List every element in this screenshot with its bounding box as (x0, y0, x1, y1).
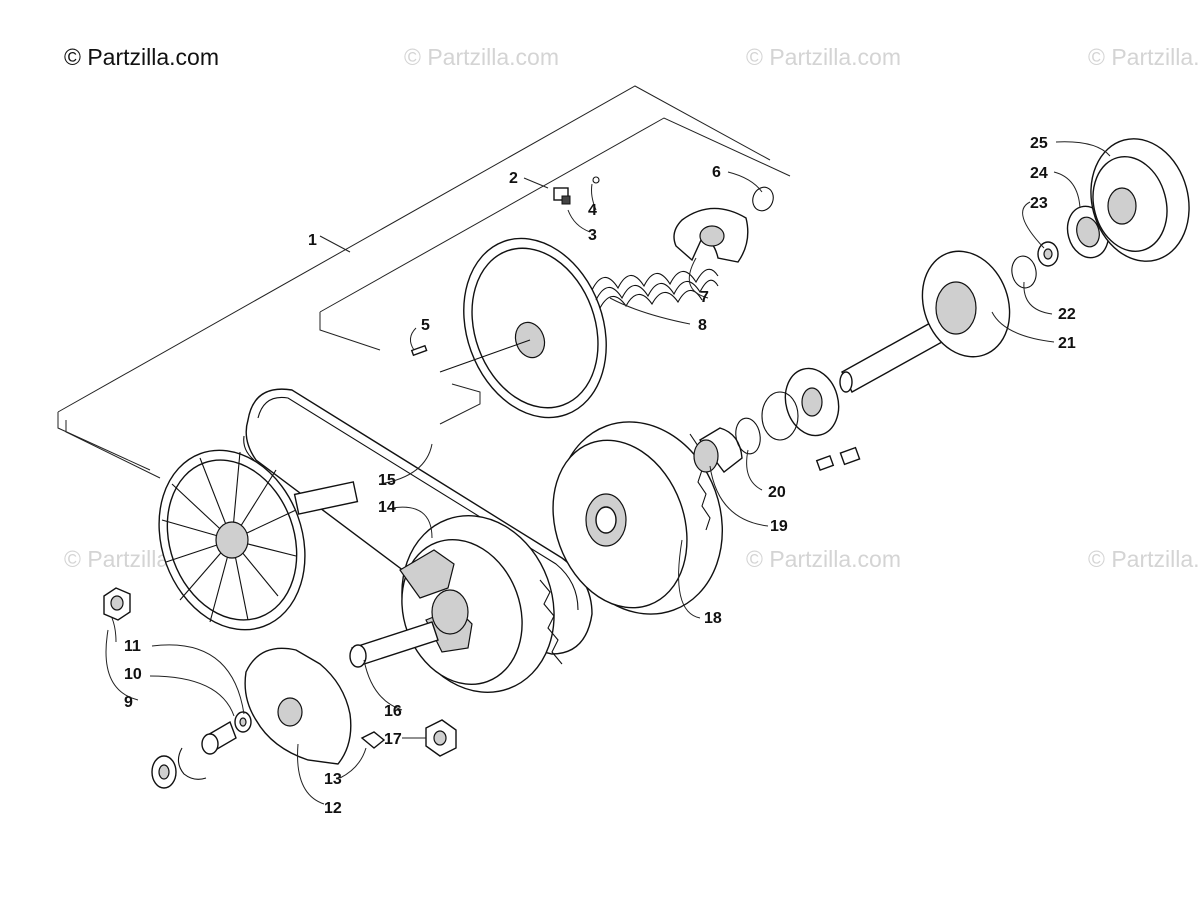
callout-14: 14 (378, 499, 396, 516)
movable-sheave (399, 515, 563, 693)
callout-4: 4 (588, 202, 597, 219)
one-way-clutch (1090, 138, 1190, 262)
assembly-bracket (57, 85, 791, 479)
callout-6: 6 (712, 164, 721, 181)
roll-pin (410, 344, 428, 357)
callout-8: 8 (698, 317, 707, 334)
callout-21: 21 (1058, 335, 1076, 352)
callout-25: 25 (1030, 135, 1048, 152)
callout-1: 1 (308, 232, 317, 249)
callout-18: 18 (704, 610, 722, 627)
ring (735, 417, 761, 455)
callout-9: 9 (124, 694, 133, 711)
clip (360, 731, 386, 749)
output-shaft (839, 250, 1011, 393)
callout-20: 20 (768, 484, 786, 501)
callout-labels: 1 2 3 4 5 6 7 8 9 10 11 12 13 14 15 16 1… (124, 135, 1076, 817)
driven-sheave-outer (439, 237, 607, 419)
washer (234, 711, 252, 733)
callout-15: 15 (378, 472, 396, 489)
callout-2: 2 (509, 170, 518, 187)
callout-22: 22 (1058, 306, 1076, 323)
bolt (815, 446, 861, 471)
nut (103, 587, 131, 621)
driven-cam (673, 207, 749, 263)
watermark: © Partzilla.com (1088, 44, 1200, 70)
driven-sheave-fixed (552, 421, 724, 615)
callout-17: 17 (384, 731, 402, 748)
callout-23: 23 (1030, 195, 1048, 212)
ball-bearing (761, 367, 840, 441)
callout-12: 12 (324, 800, 342, 817)
bearing-cup (693, 427, 743, 473)
callout-11: 11 (124, 638, 141, 655)
callout-10: 10 (124, 666, 142, 683)
callout-13: 13 (324, 771, 342, 788)
bearing (151, 755, 177, 789)
bushing (201, 720, 237, 755)
callout-7: 7 (700, 289, 709, 306)
watermark: © Partzilla.com (1088, 546, 1200, 572)
spider (244, 647, 352, 765)
copyright-notice: © Partzilla.com (64, 44, 219, 70)
leader-lines (105, 141, 1111, 805)
o-ring (1011, 255, 1037, 289)
drive-sheave (158, 449, 359, 631)
drive-shaft (349, 621, 439, 668)
small-bushing (1037, 241, 1059, 267)
watermark: © Partzilla.com (404, 44, 559, 70)
watermark: © Partzilla.com (746, 546, 901, 572)
snap-ring (752, 186, 774, 212)
callout-5: 5 (421, 317, 430, 334)
driven-spring (591, 268, 719, 309)
callout-19: 19 (770, 518, 788, 535)
callout-24: 24 (1030, 165, 1048, 182)
watermark: © Partzilla.com (746, 44, 901, 70)
retaining-ring (177, 747, 207, 780)
callout-16: 16 (384, 703, 402, 720)
callout-3: 3 (588, 227, 597, 244)
lock-nut (425, 719, 457, 757)
slider-button (553, 176, 600, 205)
